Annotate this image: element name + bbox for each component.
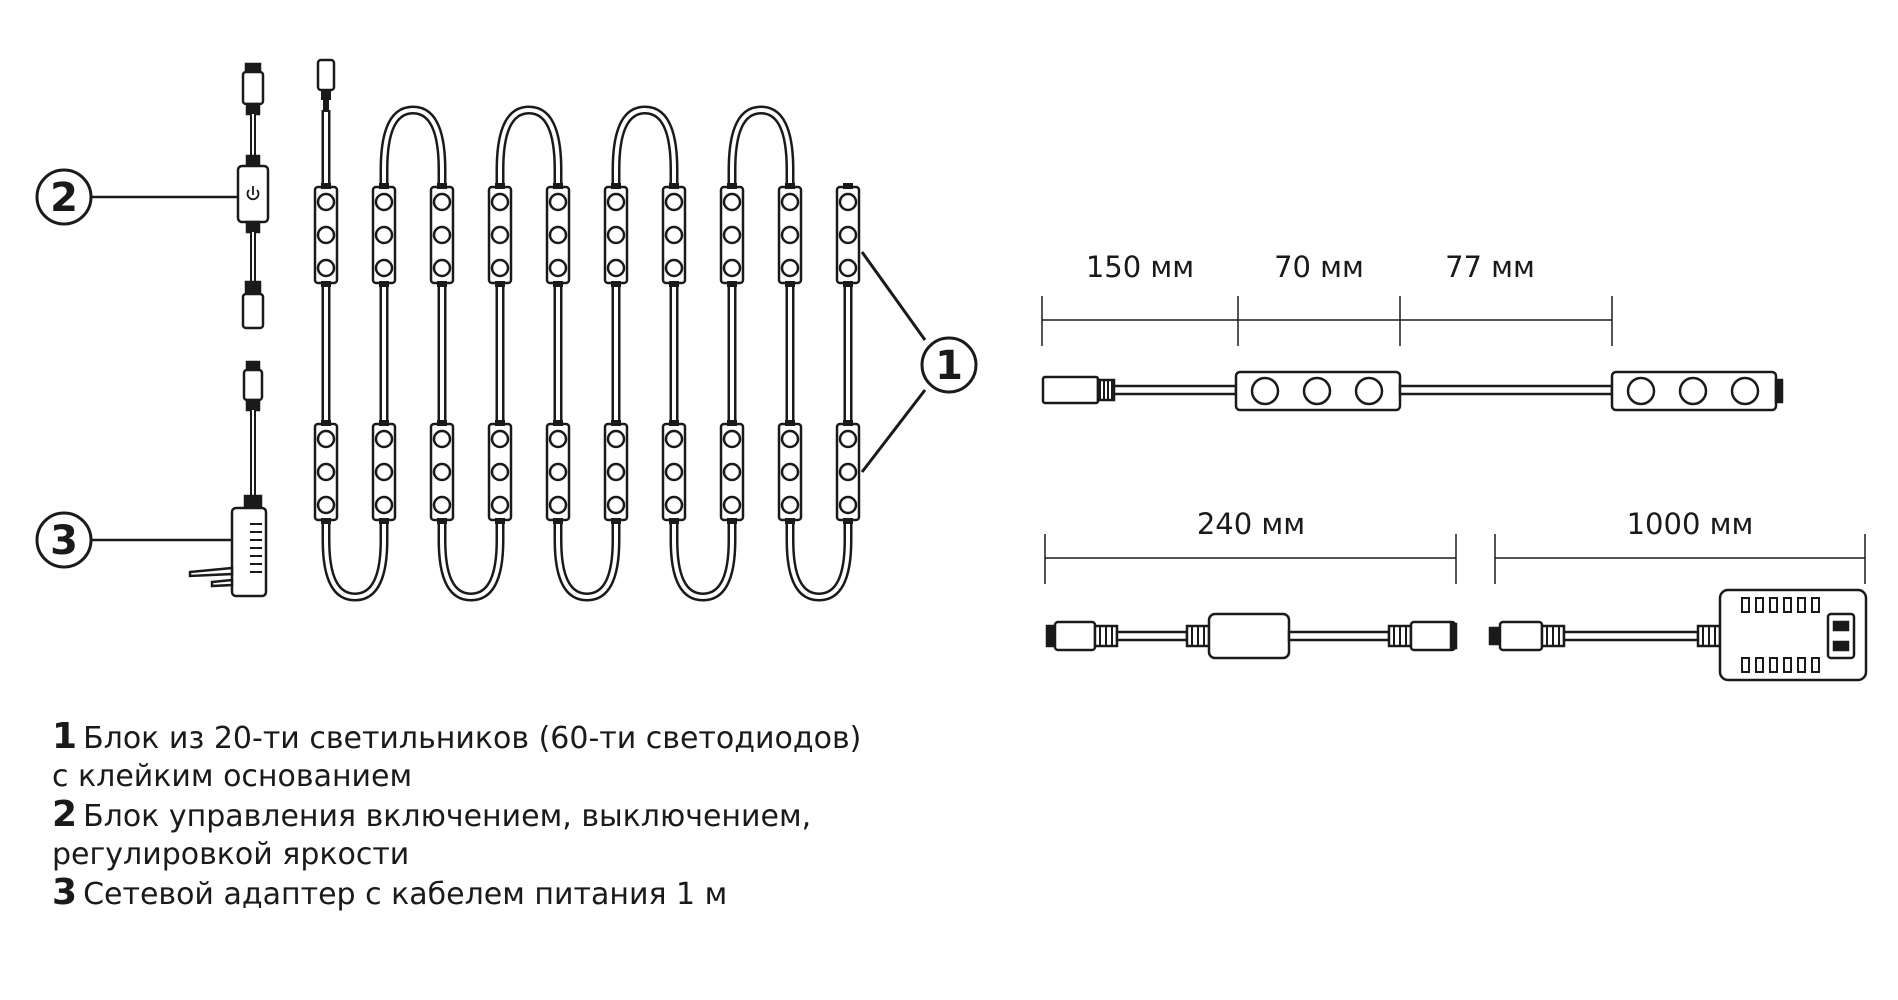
dim-240-label: 240 мм [1197, 507, 1305, 541]
legend-number: 3 [52, 872, 78, 913]
strip-cable [321, 105, 853, 602]
power-adapter [230, 506, 268, 598]
dim-77-label: 77 мм [1445, 250, 1535, 284]
strip-input-connector [316, 58, 336, 112]
adapter-plug [1826, 612, 1856, 660]
legend-text-continued: регулировкой яркости [52, 837, 410, 872]
legend-text: Блок из 20-ти светильников (60-ти светод… [83, 721, 862, 756]
led-module [719, 418, 745, 526]
led-module [429, 181, 455, 289]
dimension-lines-top [1041, 296, 1613, 346]
led-modules-bottom-row [313, 418, 861, 526]
led-module [835, 418, 861, 526]
control-cable [1045, 612, 1458, 660]
led-module [313, 418, 339, 526]
strip-segment [1041, 370, 1784, 412]
adapter-cable [1488, 588, 1868, 682]
led-strip [316, 58, 853, 602]
led-module [835, 181, 861, 289]
led-module [371, 418, 397, 526]
legend-text: Сетевой адаптер с кабелем питания 1 м [83, 877, 728, 912]
led-module [545, 418, 571, 526]
control-unit-assembly [236, 62, 270, 330]
led-module [777, 418, 803, 526]
led-modules-top-row [313, 181, 861, 289]
led-module [661, 418, 687, 526]
dimension-lines-bottom [1044, 534, 1866, 584]
adapter-plug-pins [188, 566, 234, 588]
callout-1: 1 [860, 251, 978, 473]
legend-text-continued: с клейким основанием [52, 759, 413, 794]
legend-number: 1 [52, 716, 78, 757]
led-module [487, 418, 513, 526]
legend-text: Блок управления включением, выключением, [83, 799, 812, 834]
led-module [487, 181, 513, 289]
power-adapter-assembly [188, 360, 268, 598]
power-icon [246, 186, 260, 201]
led-module [545, 181, 571, 289]
dim-150-label: 150 мм [1086, 250, 1194, 284]
led-module [603, 418, 629, 526]
adapter-vent-slots [1741, 597, 1820, 673]
dim-1000-label: 1000 мм [1627, 507, 1754, 541]
callout-1-number: 1 [935, 343, 963, 389]
led-module [313, 181, 339, 289]
control-unit [1207, 612, 1291, 660]
led-module [719, 181, 745, 289]
callout-2: 2 [35, 168, 238, 226]
led-module [777, 181, 803, 289]
led-module [371, 181, 397, 289]
led-module [429, 418, 455, 526]
led-module [661, 181, 687, 289]
adapter-vent-slots [250, 523, 262, 573]
callout-3-number: 3 [50, 518, 78, 564]
legend-number: 2 [52, 794, 78, 835]
dim-70-label: 70 мм [1274, 250, 1364, 284]
led-module [603, 181, 629, 289]
callout-3: 3 [35, 511, 232, 569]
callout-2-number: 2 [50, 175, 78, 221]
